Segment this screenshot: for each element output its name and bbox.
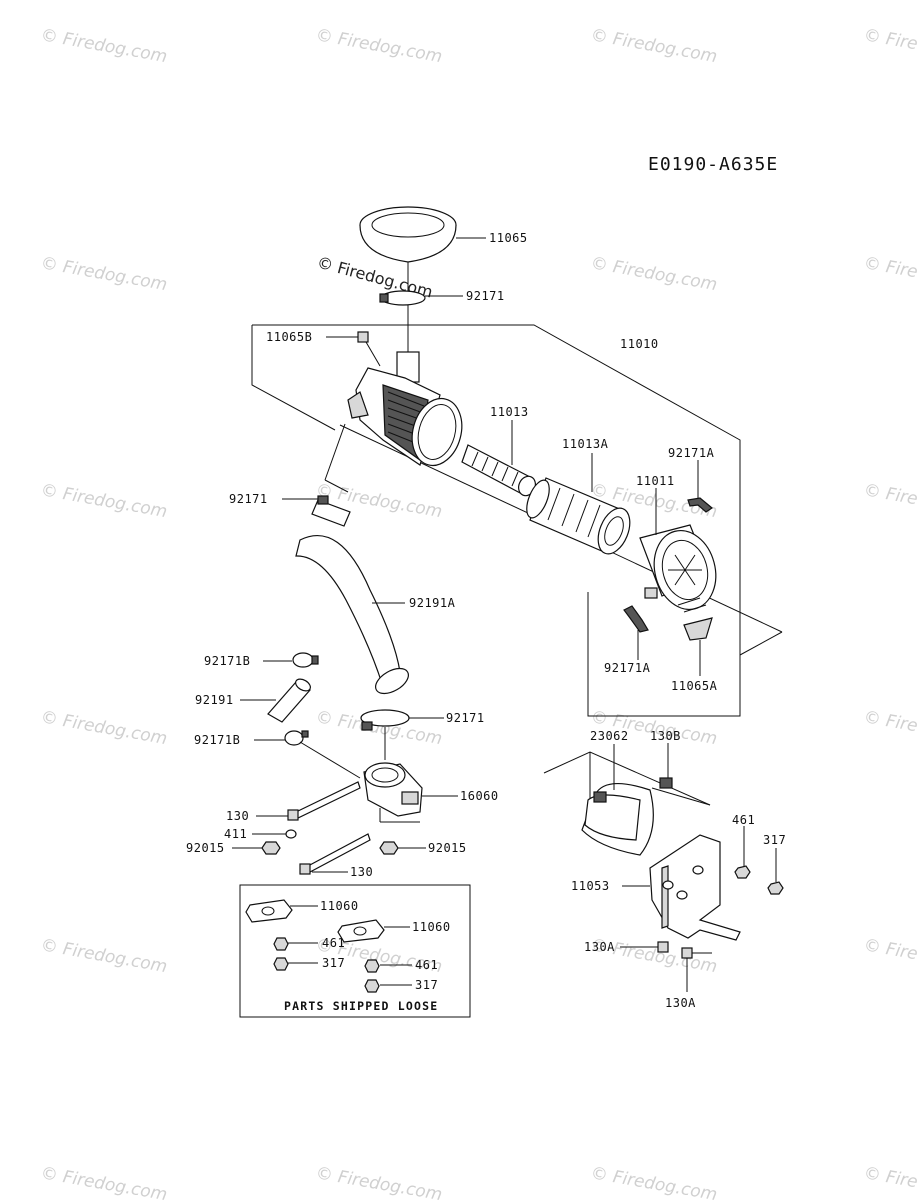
- callout-11011[interactable]: 11011: [636, 474, 675, 488]
- callout-130a-bottom[interactable]: 130A: [665, 996, 696, 1010]
- bolt-130-part[interactable]: [299, 833, 371, 875]
- callout-461-right[interactable]: 461: [732, 813, 755, 827]
- callout-461-box-b[interactable]: 461: [415, 958, 438, 972]
- nut-92015-part[interactable]: [261, 841, 281, 855]
- callout-130a-left[interactable]: 130A: [584, 940, 615, 954]
- air-cleaner-housing-part[interactable]: [347, 351, 469, 471]
- watermark-text: © Firedog.com: [589, 1163, 719, 1200]
- callout-130-upper[interactable]: 130: [226, 809, 249, 823]
- watermark-text: © Firedog.com: [589, 25, 719, 67]
- parts-shipped-loose-box: [239, 884, 471, 1018]
- spring-clip-part[interactable]: [623, 605, 649, 633]
- washer-461-part[interactable]: [273, 937, 289, 951]
- watermark-text: © Firedog.com: [39, 707, 169, 749]
- callout-92191[interactable]: 92191: [195, 693, 234, 707]
- callout-92171b-bottom[interactable]: 92171B: [194, 733, 240, 747]
- watermark-text: © Firedog.com: [39, 253, 169, 295]
- callout-92015-left[interactable]: 92015: [186, 841, 225, 855]
- nut-317-part[interactable]: [364, 979, 380, 993]
- watermark-text: © Firedog.com: [314, 25, 444, 67]
- callout-92171-top[interactable]: 92171: [466, 289, 505, 303]
- nut-92015-part[interactable]: [379, 841, 399, 855]
- callout-11065[interactable]: 11065: [489, 231, 528, 245]
- mounting-bracket-part[interactable]: [649, 834, 741, 941]
- washer-461-part[interactable]: [734, 865, 751, 879]
- watermark-text: © Firedog.com: [862, 480, 917, 522]
- intake-hose-part[interactable]: [295, 535, 413, 699]
- bolt-130-part[interactable]: [287, 781, 361, 821]
- callout-11065a[interactable]: 11065A: [671, 679, 718, 693]
- callout-130b[interactable]: 130B: [650, 729, 681, 743]
- hose-clamp-b-part[interactable]: [284, 730, 309, 746]
- nut-317-part[interactable]: [767, 881, 784, 895]
- air-cleaner-band-part[interactable]: [581, 782, 654, 856]
- callout-92191a[interactable]: 92191A: [409, 596, 456, 610]
- rubber-valve-clip-part[interactable]: [357, 331, 369, 343]
- watermark-text: © Firedog.com: [862, 935, 917, 977]
- callout-92171b-top[interactable]: 92171B: [204, 654, 250, 668]
- hose-clamp-part[interactable]: [311, 495, 351, 527]
- callout-11065b[interactable]: 11065B: [266, 330, 312, 344]
- outer-filter-element-part[interactable]: [522, 477, 636, 558]
- callout-130-lower[interactable]: 130: [350, 865, 373, 879]
- callout-317-right[interactable]: 317: [763, 833, 786, 847]
- watermark-text: © Firedog.com: [39, 25, 169, 67]
- callout-317-box-b[interactable]: 317: [415, 978, 438, 992]
- callout-23062[interactable]: 23062: [590, 729, 629, 743]
- watermark-layer: © Firedog.com © Firedog.com © Firedog.co…: [39, 25, 917, 1200]
- bolt-130a-part[interactable]: [657, 941, 669, 953]
- hose-clamp-part[interactable]: [379, 290, 426, 306]
- callout-461-box-a[interactable]: 461: [322, 936, 345, 950]
- watermark-text: © Firedog.com: [39, 1163, 169, 1200]
- watermark-text: © Firedog.com: [862, 253, 917, 295]
- callout-92171-mid[interactable]: 92171: [446, 711, 485, 725]
- inner-filter-element-part[interactable]: [461, 444, 538, 498]
- callout-317-box-a[interactable]: 317: [322, 956, 345, 970]
- washer-461-part[interactable]: [364, 959, 380, 973]
- callout-11060-b[interactable]: 11060: [412, 920, 451, 934]
- callout-411[interactable]: 411: [224, 827, 247, 841]
- watermark-text: © Firedog.com: [862, 25, 917, 67]
- dust-cover-part[interactable]: [639, 524, 724, 617]
- air-cleaner-cap-part[interactable]: [359, 206, 457, 263]
- diagram-reference-code: E0190-A635E: [648, 154, 778, 175]
- callout-11060-a[interactable]: 11060: [320, 899, 359, 913]
- hose-clamp-b-part[interactable]: [292, 652, 319, 668]
- callout-92171a-bottom[interactable]: 92171A: [604, 661, 651, 675]
- callout-11010[interactable]: 11010: [620, 337, 659, 351]
- gasket-11060-part[interactable]: [337, 919, 385, 943]
- callout-92171-left[interactable]: 92171: [229, 492, 268, 506]
- spring-clip-part[interactable]: [687, 497, 714, 513]
- gasket-11060-part[interactable]: [245, 899, 293, 923]
- inlet-pipe-part[interactable]: [363, 762, 423, 817]
- callout-11013a[interactable]: 11013A: [562, 437, 609, 451]
- rubber-valve-part[interactable]: [677, 597, 713, 641]
- watermark-text: © Firedog.com: [314, 1163, 444, 1200]
- bolt-130b-part[interactable]: [659, 777, 673, 789]
- nut-317-part[interactable]: [273, 957, 289, 971]
- callout-11013[interactable]: 11013: [490, 405, 529, 419]
- watermark-text: © Firedog.com: [589, 253, 719, 295]
- breather-hose-part[interactable]: [267, 677, 312, 723]
- watermark-text: © Firedog.com: [39, 935, 169, 977]
- parts-shipped-loose-title: PARTS SHIPPED LOOSE: [284, 999, 438, 1013]
- washer-411-part[interactable]: [285, 829, 297, 839]
- watermark-text: © Firedog.com: [862, 707, 917, 749]
- callout-11053[interactable]: 11053: [571, 879, 610, 893]
- watermark-text: © Firedog.com: [862, 1163, 917, 1200]
- watermark-text: © Firedog.com: [39, 480, 169, 522]
- callout-92171a-top[interactable]: 92171A: [668, 446, 715, 460]
- callout-labels: 11065 92171 11065B 11010 11013 11013A 92…: [186, 231, 786, 1013]
- callout-92015-right[interactable]: 92015: [428, 841, 467, 855]
- callout-16060[interactable]: 16060: [460, 789, 499, 803]
